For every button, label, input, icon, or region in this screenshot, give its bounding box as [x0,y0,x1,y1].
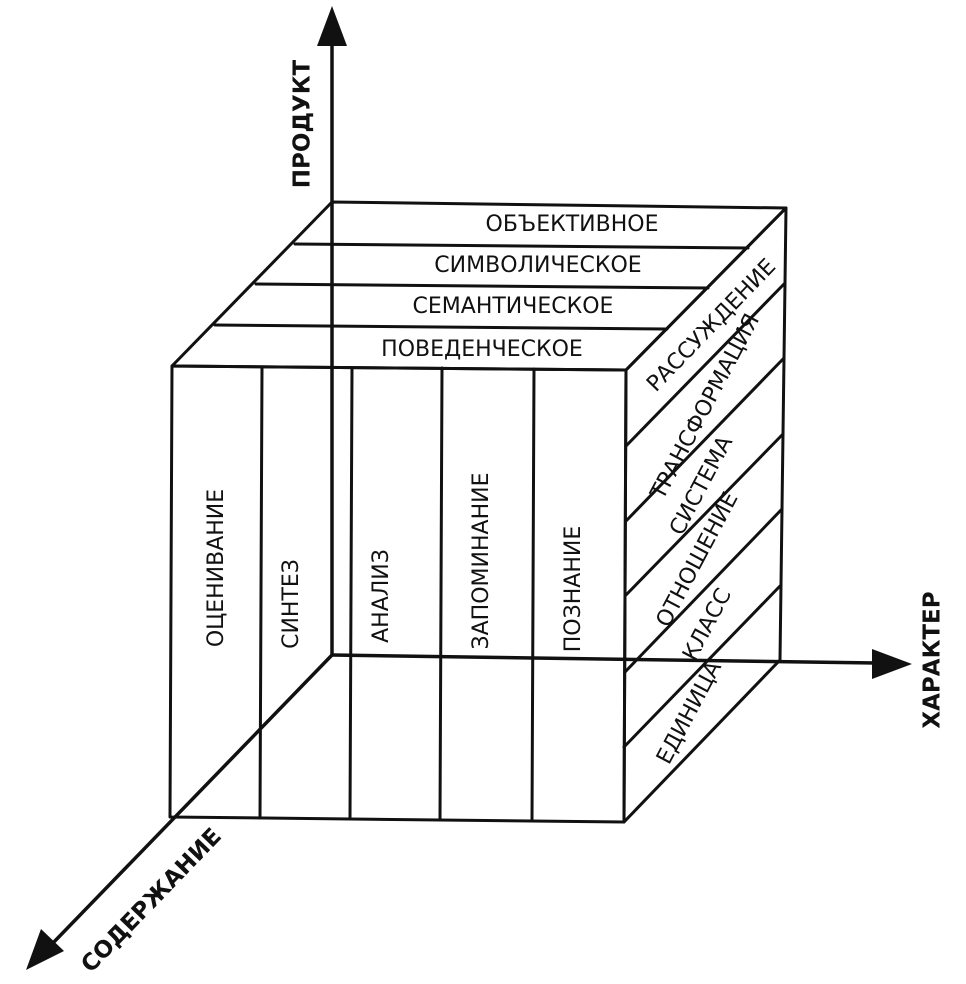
top-divider [254,282,710,290]
side-divider [624,356,786,523]
top-label-objective: ОБЪЕКТИВНОЕ [486,212,659,237]
content-axis-arrowhead [26,929,64,970]
side-divider [623,507,784,674]
top-divider [213,323,669,331]
side-divider [624,281,787,448]
front-label-cognition: ПОЗНАНИЕ [561,526,586,652]
content-axis [50,653,334,946]
product-axis-label: ПРОДУКТ [290,60,316,189]
top-divider [293,242,750,250]
front-divider [438,366,444,822]
character-axis-arrowhead [872,649,912,679]
top-label-symbolic: СИМВОЛИЧЕСКОЕ [434,253,641,278]
side-label-unit: ЕДИНИЦА [652,657,727,768]
product-axis-arrowhead [317,6,347,46]
front-label-synthesis: СИНТЕЗ [279,559,304,649]
front-label-evaluation: ОЦЕНИВАНИЕ [204,489,229,647]
top-face: ОБЪЕКТИВНОЕ СИМВОЛИЧЕСКОЕ СЕМАНТИЧЕСКОЕ … [170,200,788,372]
side-face: РАССУЖДЕНИЕ ТРАНСФОРМАЦИЯ СИСТЕМА ОТНОШЕ… [622,206,788,824]
side-divider [622,583,783,749]
character-axis [330,653,878,665]
front-label-analysis: АНАЛИЗ [369,549,394,643]
top-label-semantic: СЕМАНТИЧЕСКОЕ [413,294,614,319]
front-divider [348,366,354,821]
front-label-memory: ЗАПОМИНАНИЕ [469,473,494,650]
front-divider [258,365,264,820]
side-divider [623,432,785,598]
top-label-behavioral: ПОВЕДЕНЧЕСКОЕ [381,337,583,362]
content-axis-label: СОДЕРЖАНИЕ [76,823,226,977]
character-axis-label: ХАРАКТЕР [920,591,946,728]
front-divider [530,367,536,823]
